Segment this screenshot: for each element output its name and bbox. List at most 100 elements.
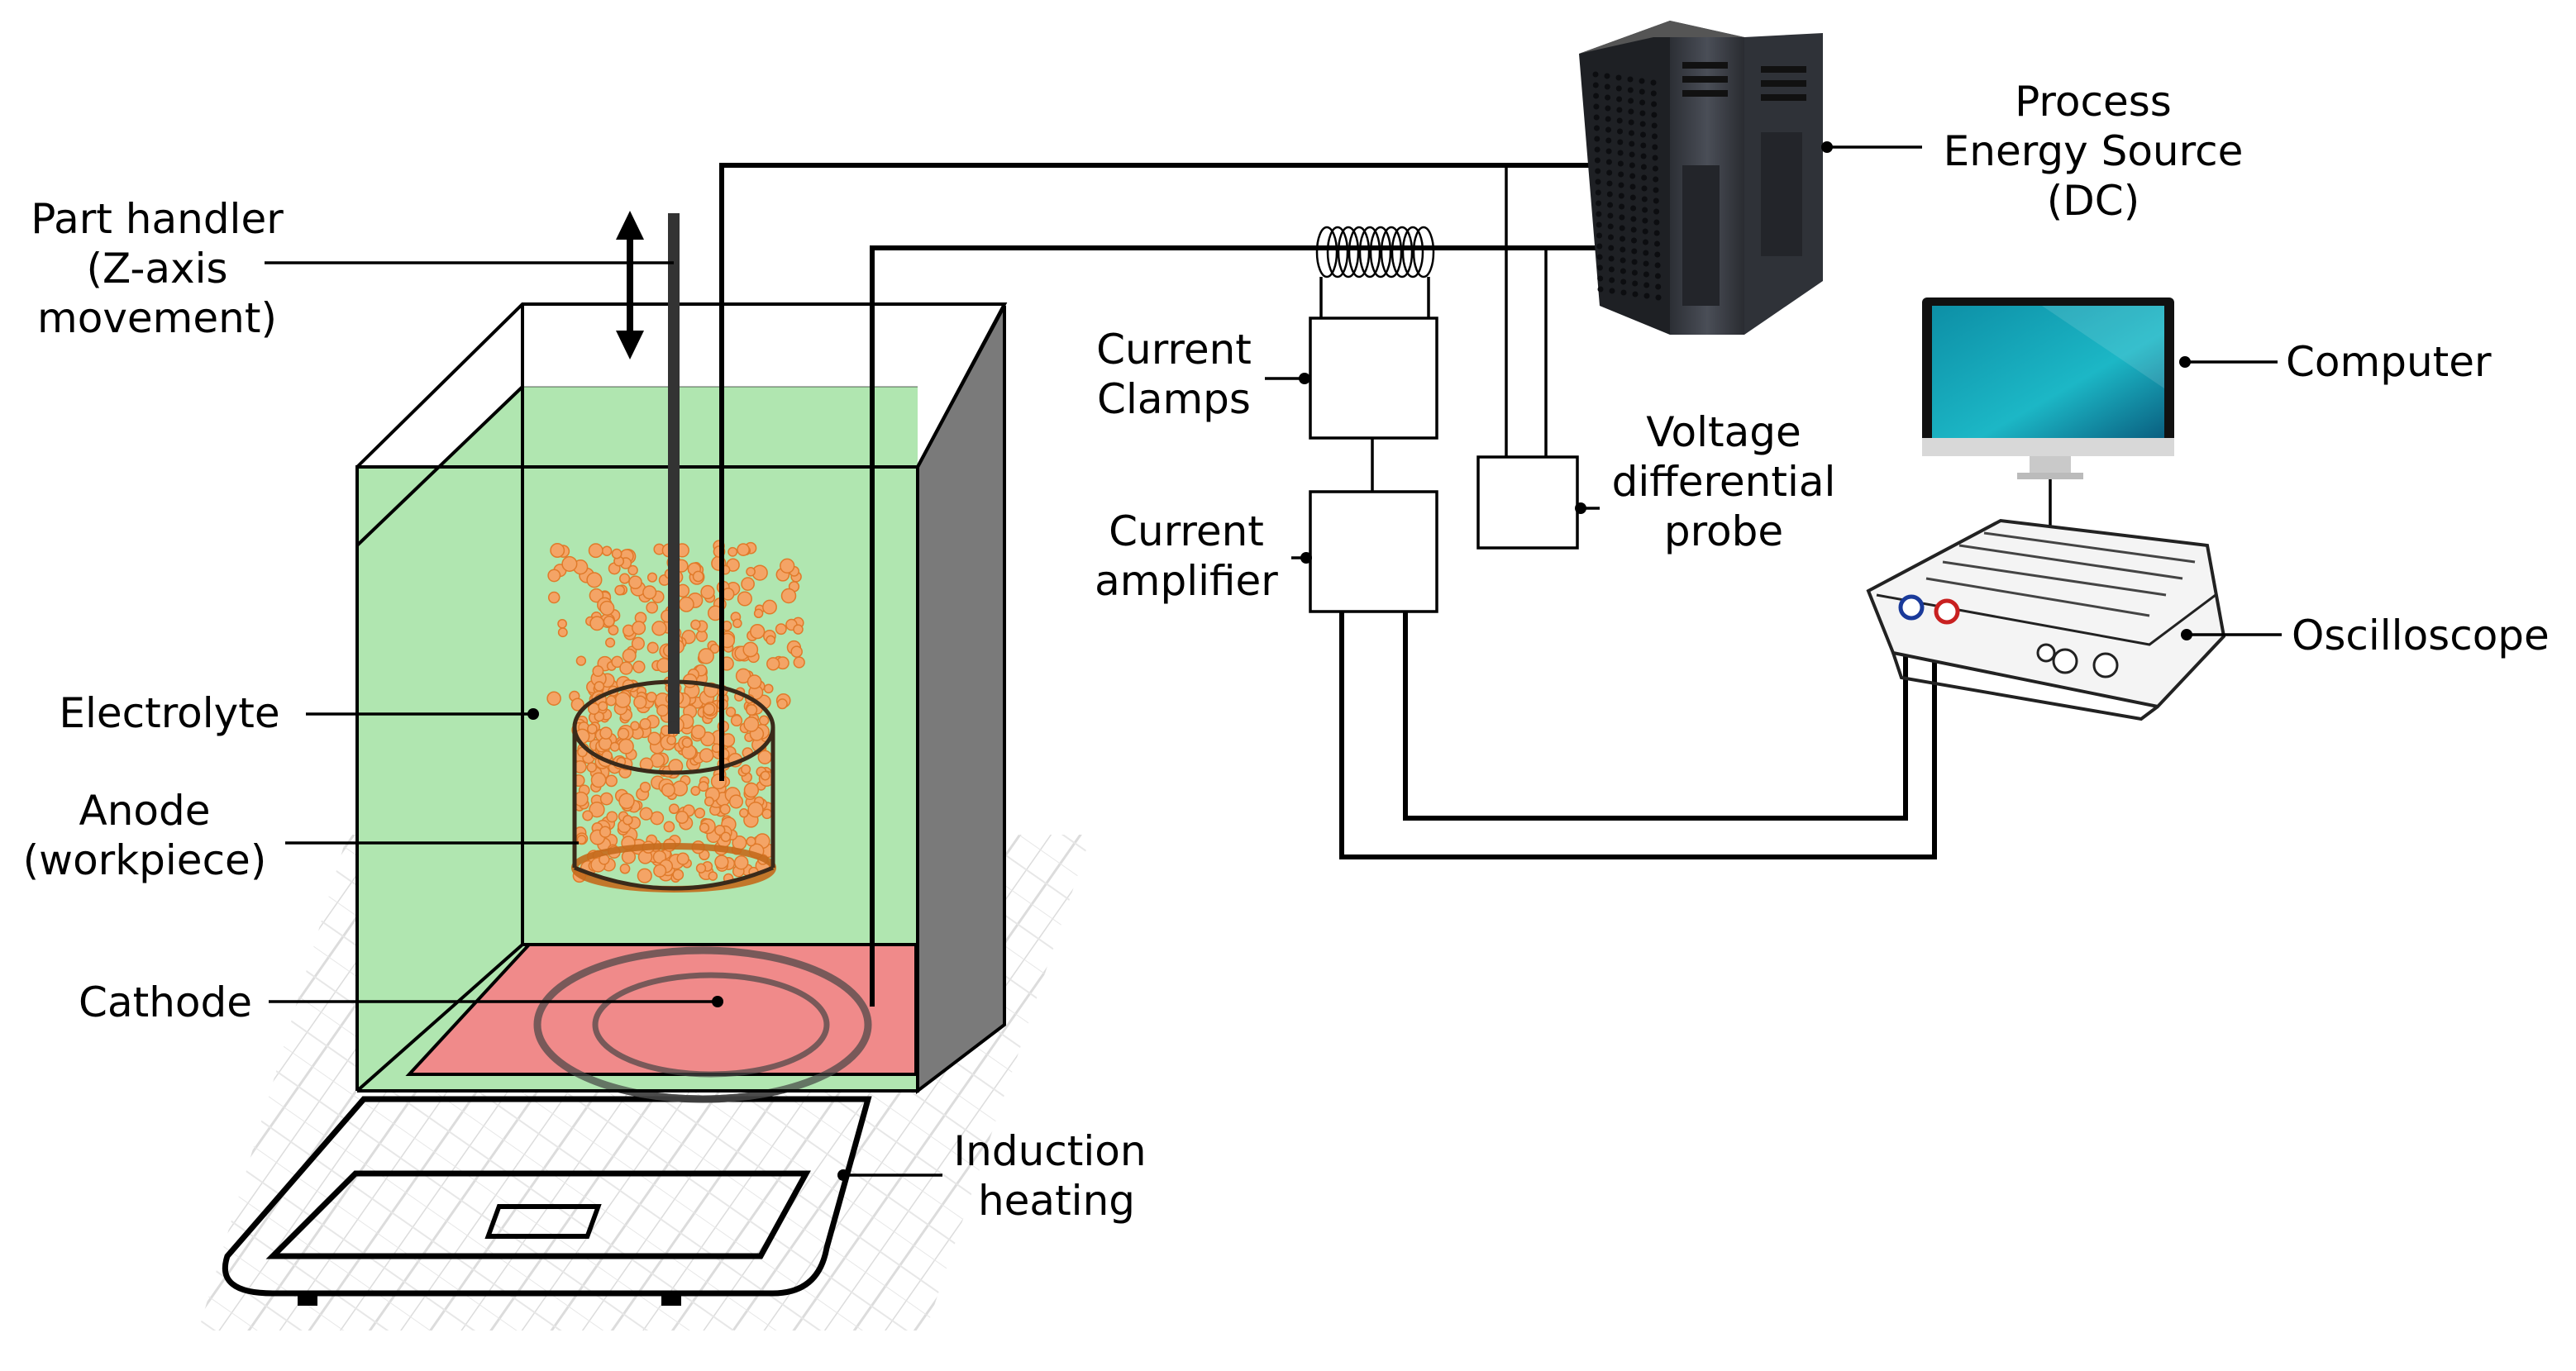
vent-hole	[1628, 98, 1634, 104]
vent-hole	[1618, 193, 1624, 199]
vent-hole	[1639, 78, 1645, 84]
bubble	[632, 660, 646, 674]
bubble	[617, 727, 630, 740]
bubble	[646, 641, 659, 654]
vent-hole	[1631, 269, 1638, 276]
vent-hole	[1615, 74, 1622, 81]
bubble	[757, 750, 772, 764]
bubble	[739, 808, 749, 818]
bubble	[622, 648, 637, 663]
vent-hole	[1596, 264, 1603, 271]
bubble	[614, 584, 626, 596]
bubble	[639, 781, 651, 793]
vent-hole	[1596, 232, 1602, 239]
bubble	[666, 735, 677, 745]
bubble	[694, 807, 706, 819]
vent-hole	[1631, 248, 1638, 255]
vent-hole	[1639, 110, 1646, 117]
bubble	[611, 655, 623, 669]
voltage-probe-line3: probe	[1664, 507, 1783, 555]
bubble	[720, 831, 732, 842]
vent-hole	[1595, 168, 1601, 174]
bubble	[630, 721, 640, 731]
vent-hole	[1605, 116, 1611, 122]
vent-hole	[1593, 93, 1600, 99]
vent-hole	[1596, 200, 1602, 207]
electrolyte-tank	[355, 302, 1008, 1103]
current-clamps-line2: Clamps	[1097, 375, 1251, 423]
coil-loop	[1412, 226, 1435, 278]
bubble	[747, 802, 764, 818]
bubble	[743, 716, 760, 732]
bubble	[633, 695, 647, 709]
current-amplifier-box	[1309, 490, 1438, 613]
bubble	[646, 691, 657, 703]
vent-hole	[1605, 105, 1611, 112]
vent-hole	[1616, 117, 1623, 124]
bubble	[690, 724, 706, 740]
vent-hole	[1639, 121, 1646, 127]
vent-hole	[1641, 185, 1648, 192]
bubble	[681, 737, 693, 748]
bubble	[728, 794, 744, 809]
vent-hole	[1615, 85, 1622, 92]
current-amplifier-line2: amplifier	[1095, 557, 1278, 605]
bubble	[618, 793, 635, 810]
vent-hole	[1632, 280, 1639, 287]
bubble	[700, 584, 715, 600]
vent-hole	[1618, 171, 1624, 178]
vent-hole	[1605, 159, 1612, 165]
vent-hole	[1629, 173, 1636, 179]
anode-line2: (workpiece)	[23, 836, 267, 884]
vent-hole	[1652, 133, 1658, 140]
vent-hole	[1629, 183, 1636, 190]
bubble	[623, 815, 633, 826]
bubble	[589, 802, 605, 818]
bubble	[550, 543, 565, 558]
bubble	[651, 621, 667, 636]
vent-hole	[1629, 194, 1636, 201]
bubble	[762, 599, 777, 615]
bubble	[652, 850, 667, 864]
vent-hole	[1652, 155, 1658, 161]
vent-hole	[1654, 240, 1660, 247]
bubble	[690, 786, 701, 796]
vent-hole	[1643, 282, 1650, 288]
vent-hole	[1650, 90, 1657, 97]
current-amplifier-line1: Current	[1109, 507, 1264, 555]
bubble	[775, 623, 787, 636]
bubble	[588, 543, 603, 559]
bubble	[606, 811, 618, 823]
vent-hole	[1607, 212, 1614, 219]
vent-hole	[1652, 165, 1658, 172]
vent-hole	[1651, 101, 1658, 107]
bubble	[698, 648, 714, 664]
bubble	[582, 810, 594, 821]
vent-hole	[1608, 266, 1615, 273]
coil-loop	[1358, 226, 1381, 278]
vent-hole	[1605, 126, 1611, 133]
vent-hole	[1596, 243, 1603, 250]
bubble	[780, 558, 795, 574]
bubble	[753, 608, 764, 619]
label-cathode: Cathode	[79, 978, 252, 1026]
vent-hole	[1653, 208, 1660, 215]
coil-loop	[1391, 226, 1414, 278]
electrolyte-fill	[357, 467, 918, 1091]
bubble	[627, 564, 638, 576]
vent-hole	[1652, 144, 1658, 150]
label-induction-heating: Induction heating	[953, 1127, 1146, 1225]
bubble	[586, 762, 598, 773]
vent-hole	[1627, 87, 1634, 93]
bubble	[628, 575, 642, 590]
bubble	[703, 702, 716, 716]
vent-hole	[1653, 230, 1660, 236]
bubble	[599, 726, 613, 740]
vent-hole	[1641, 196, 1648, 202]
bubble	[699, 822, 710, 833]
vent-hole	[1609, 277, 1615, 283]
current-clamps-box	[1309, 317, 1438, 440]
vent-hole	[1655, 294, 1662, 301]
bubble	[611, 548, 623, 559]
bubble	[690, 619, 701, 631]
